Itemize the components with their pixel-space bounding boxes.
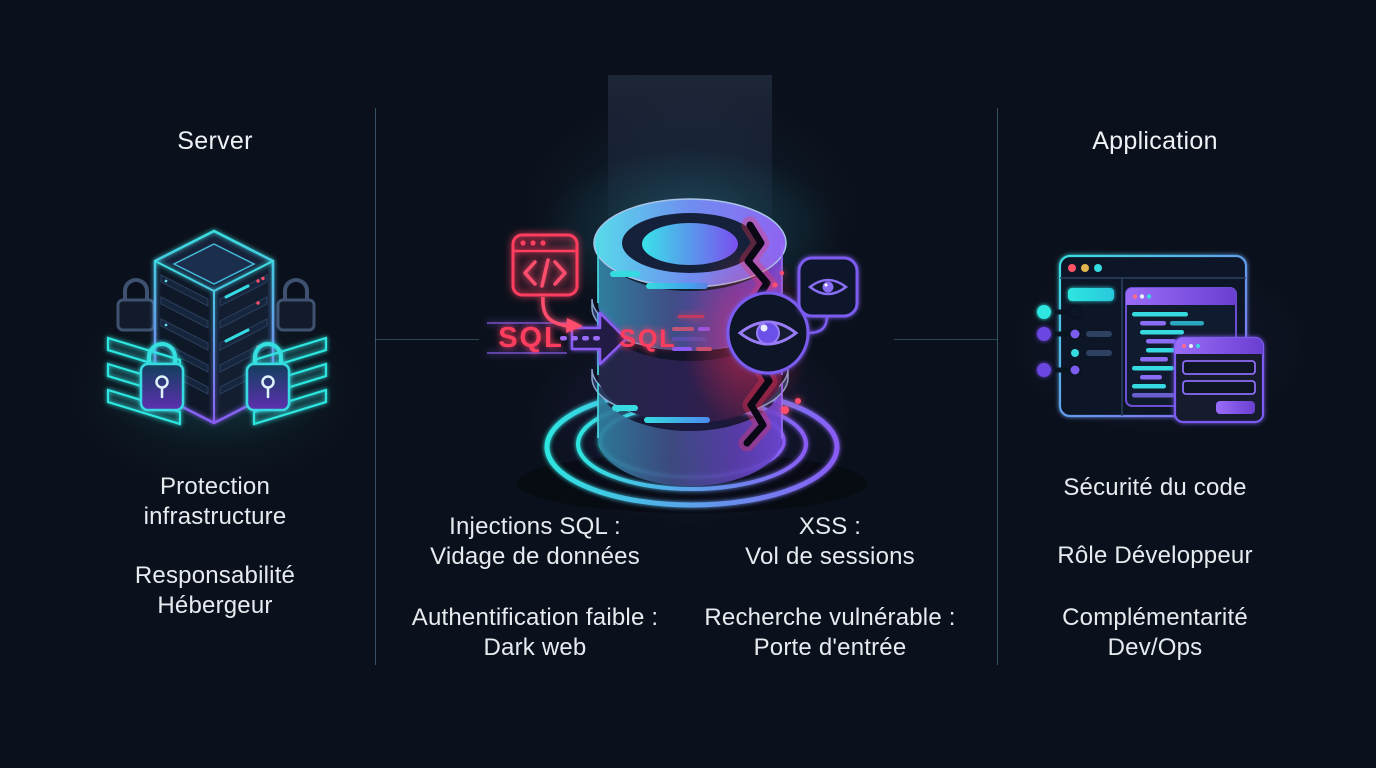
form-input	[1182, 360, 1256, 375]
server-note-1: Protection infrastructure	[143, 473, 287, 530]
server-title: Server	[177, 127, 253, 155]
application-illustration	[1037, 254, 1265, 424]
application-note-3: Complémentarité Dev/Ops	[1062, 604, 1248, 661]
sql-attack-label: SQL	[487, 322, 567, 354]
tick-line-right	[894, 339, 997, 340]
form-input	[1182, 380, 1256, 395]
db-attack-note-left-1: Injections SQL : Vidage de données	[430, 513, 640, 570]
server-note-2: Responsabilité Hébergeur	[134, 562, 296, 619]
divider-left	[375, 108, 376, 665]
application-note-2: Rôle Développeur	[1057, 542, 1253, 569]
sidebar-button	[1068, 288, 1114, 301]
form-window-icon	[1173, 336, 1265, 424]
svg-text:SQL: SQL	[498, 322, 564, 354]
application-note-1: Sécurité du code	[1063, 474, 1247, 501]
tower-screen	[172, 243, 256, 285]
server-led-strips	[224, 284, 250, 343]
git-branch-icon	[1037, 304, 1083, 377]
code-window-icon	[511, 233, 579, 297]
db-attack-note-right-1: XSS : Vol de sessions	[745, 513, 915, 570]
divider-right	[997, 108, 998, 665]
eye-badge-icon	[797, 256, 859, 335]
application-title: Application	[1092, 127, 1218, 155]
eye-lens-icon	[726, 291, 810, 375]
database-attack-illustration: SQL SQL	[487, 75, 867, 513]
db-attack-note-left-2: Authentification faible : Dark web	[411, 604, 659, 661]
form-submit-button	[1216, 401, 1255, 414]
curved-arrow-icon	[541, 296, 583, 333]
server-security-illustration	[95, 229, 339, 448]
dashed-flow-dots	[560, 336, 600, 341]
window-controls	[1068, 264, 1102, 272]
sql-database-label: SQL	[619, 325, 676, 353]
tick-line-left	[375, 339, 479, 340]
padlock-icon	[139, 342, 291, 412]
db-attack-note-right-2: Recherche vulnérable : Porte d'entrée	[704, 604, 956, 661]
